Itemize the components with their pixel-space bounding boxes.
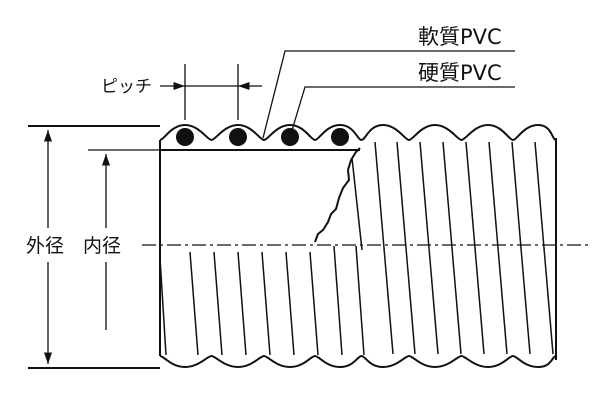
pitch-dimension: ピッチ: [101, 64, 262, 120]
hard-pvc-leader: [289, 86, 515, 138]
helical-rib: [309, 251, 319, 356]
helical-rib: [189, 251, 199, 356]
helical-ribs: [159, 141, 554, 356]
helical-rib: [511, 141, 531, 355]
inner-diameter-dimension: 内径: [83, 149, 160, 330]
hose-body: [159, 123, 557, 369]
helical-rib: [488, 141, 508, 355]
pitch-label: ピッチ: [101, 77, 152, 97]
cutaway-tear-line: [314, 147, 361, 243]
material-leaders: [262, 50, 515, 139]
helical-rib: [333, 245, 343, 356]
soft-pvc-label: 軟質PVC: [418, 25, 502, 49]
helical-rib: [351, 157, 363, 251]
hard-pvc-bead: [281, 128, 299, 146]
outer-diameter-dimension: 外径: [26, 125, 160, 369]
hard-pvc-label: 硬質PVC: [418, 61, 502, 85]
helical-rib: [465, 141, 485, 355]
bottom-corrugation-profile: [159, 354, 557, 369]
top-corrugation-profile: [159, 123, 557, 142]
helical-rib: [355, 245, 365, 356]
soft-pvc-leader: [262, 50, 515, 139]
helical-rib: [396, 141, 416, 355]
hard-pvc-bead: [331, 128, 349, 146]
helical-rib: [374, 141, 394, 355]
hard-pvc-bead: [229, 128, 247, 146]
hard-pvc-beads: [176, 128, 349, 146]
helical-rib: [534, 141, 554, 355]
outer-diameter-label: 外径: [26, 235, 64, 257]
helical-rib: [213, 251, 223, 356]
helical-rib: [419, 141, 439, 355]
hard-pvc-bead: [176, 128, 194, 146]
helical-rib: [237, 251, 247, 356]
inner-diameter-label: 内径: [83, 235, 121, 257]
helical-rib: [159, 257, 167, 356]
helical-rib: [442, 141, 462, 355]
helical-rib: [285, 251, 295, 356]
helical-rib: [261, 251, 271, 356]
